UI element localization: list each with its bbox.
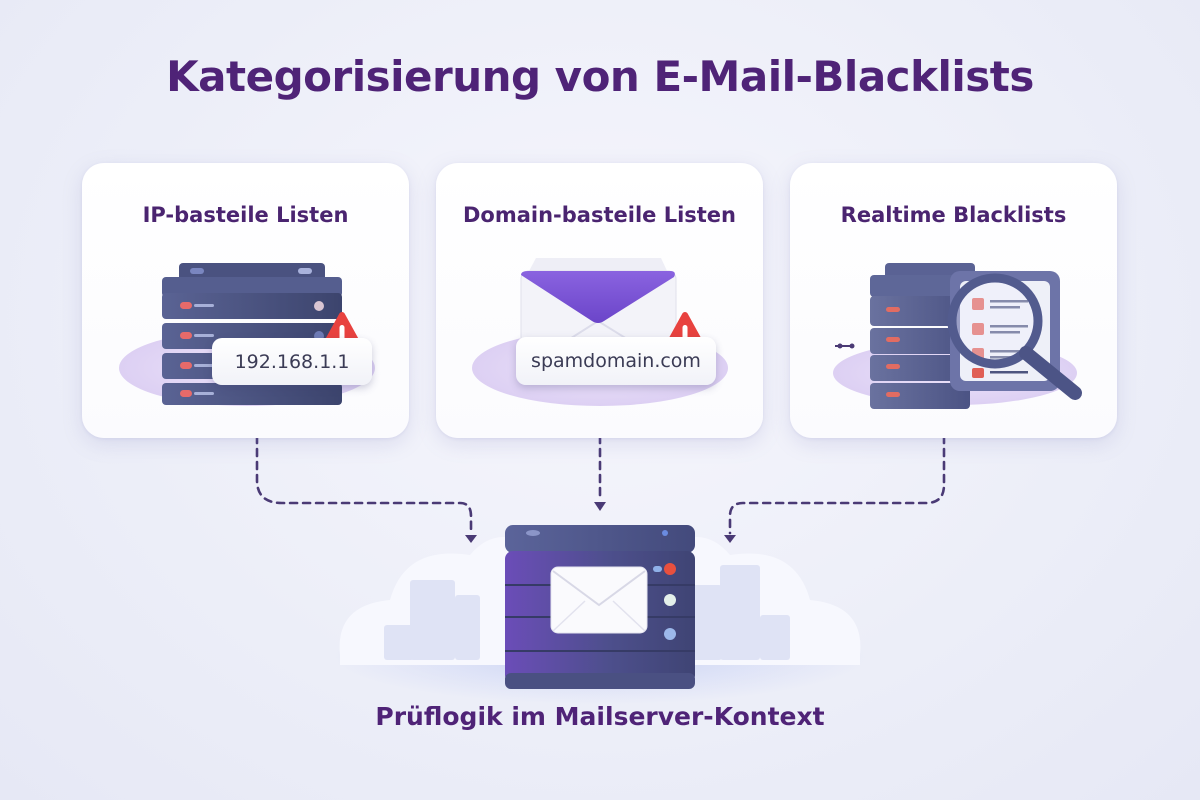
card-realtime-blacklists: Realtime Blacklists: [790, 163, 1117, 438]
card-domain-lists: Domain-basteile Listen spamdomain.com: [436, 163, 763, 438]
domain-label: spamdomain.com: [516, 337, 716, 385]
page-title: Kategorisierung von E-Mail-Blacklists: [166, 52, 1034, 101]
server-rack-icon: [833, 263, 1082, 409]
ip-address-label: 192.168.1.1: [212, 338, 372, 385]
mail-server-icon: [330, 525, 870, 705]
card-title: Domain-basteile Listen: [462, 203, 737, 227]
card-title: IP-basteile Listen: [142, 203, 349, 227]
card-ip-lists: IP-basteile Listen: [82, 163, 409, 438]
bottom-caption: Prüflogik im Mailserver-Kontext: [375, 702, 825, 731]
magnifier-checklist-icon: [947, 271, 1082, 400]
card-title: Realtime Blacklists: [840, 203, 1067, 227]
